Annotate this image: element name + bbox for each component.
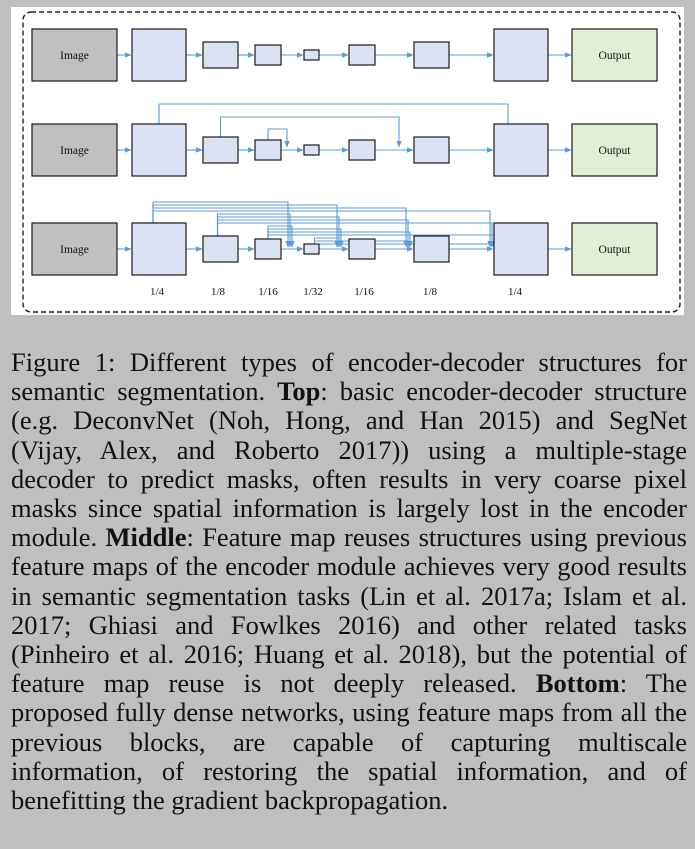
feature-map-box — [131, 28, 187, 82]
input-image-box — [31, 123, 118, 177]
input-image-box — [31, 222, 118, 276]
feature-map-box — [131, 222, 187, 276]
skip-connection-arrow — [219, 116, 402, 148]
feature-map-box — [493, 123, 549, 177]
feature-map-box — [202, 136, 239, 164]
input-label: Image — [60, 50, 89, 62]
feature-map-box — [493, 222, 549, 276]
output-box — [571, 123, 658, 177]
scale-label: 1/4 — [150, 286, 165, 298]
output-label: Output — [599, 145, 632, 157]
output-label: Output — [599, 244, 632, 256]
caption-intro: Different types of encoder-decoder struc… — [11, 347, 687, 407]
feature-map-box — [254, 44, 282, 66]
output-box — [571, 28, 658, 82]
feature-map-box — [131, 123, 187, 177]
caption-middle-label: Middle — [105, 522, 187, 553]
feature-map-box — [202, 235, 239, 263]
scale-label: 1/4 — [508, 286, 523, 298]
caption-middle-text: : Feature map reuses structures using pr… — [11, 522, 687, 699]
input-label: Image — [60, 244, 89, 256]
feature-map-box — [254, 139, 282, 161]
feature-map-box — [254, 238, 282, 260]
scale-label: 1/32 — [303, 286, 323, 298]
output-box — [571, 222, 658, 276]
dense-connection-arrow — [152, 210, 493, 248]
skip-connection-arrow — [267, 128, 290, 148]
feature-map-box — [493, 28, 549, 82]
dense-connection-arrow — [216, 219, 411, 248]
input-image-box — [31, 28, 118, 82]
caption-top-text: : basic encoder-decoder structure (e.g. … — [11, 376, 688, 553]
feature-map-box — [348, 238, 376, 260]
feature-map-box — [413, 136, 450, 164]
feature-map-box — [413, 41, 450, 69]
feature-map-box — [348, 44, 376, 66]
feature-map-box — [413, 235, 450, 263]
output-label: Output — [599, 50, 632, 62]
figure-caption: Figure 1: Different types of encoder-dec… — [11, 347, 688, 816]
feature-map-box — [303, 144, 320, 156]
scale-label: 1/16 — [258, 286, 278, 298]
caption-top-label: Top — [277, 376, 321, 407]
feature-map-box — [303, 49, 320, 61]
feature-map-box — [303, 243, 320, 255]
feature-map-box — [348, 139, 376, 161]
caption-figure-label: Figure 1: — [11, 347, 116, 377]
scale-label: 1/8 — [211, 286, 226, 298]
dashed-border — [22, 11, 681, 313]
scale-label: 1/8 — [423, 286, 438, 298]
input-label: Image — [60, 145, 89, 157]
scale-label: 1/16 — [354, 286, 374, 298]
feature-map-box — [202, 41, 239, 69]
caption-bottom-text: : The proposed fully dense networks, usi… — [11, 668, 687, 816]
caption-bottom-label: Bottom — [535, 668, 620, 699]
